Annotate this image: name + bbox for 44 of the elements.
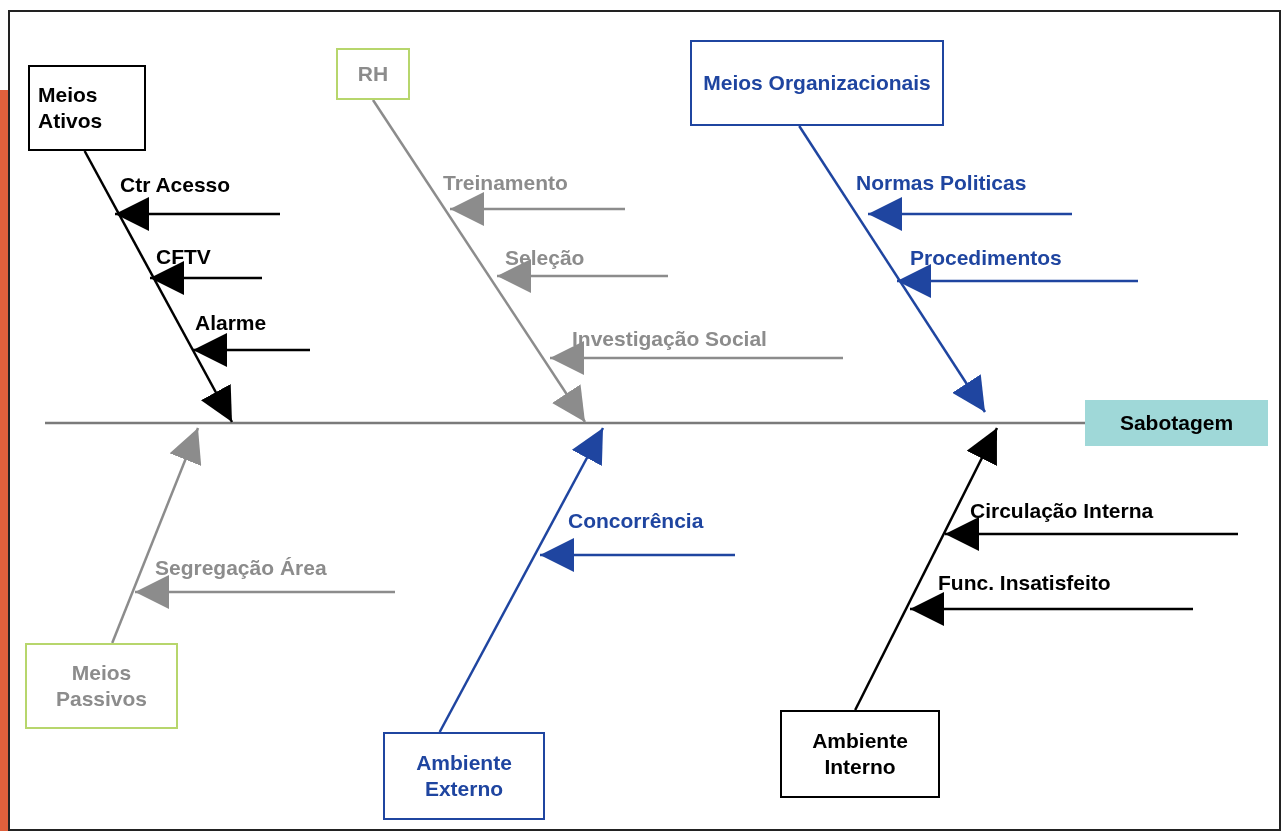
- category-box: [336, 48, 410, 100]
- arrow: [868, 197, 1072, 231]
- arrow: [150, 261, 262, 295]
- arrow: [111, 427, 202, 644]
- effect-box: [1085, 400, 1268, 446]
- arrow: [438, 427, 605, 733]
- arrow: [854, 427, 999, 711]
- cause-label: Treinamento: [443, 170, 568, 196]
- arrow: [450, 192, 625, 226]
- category-label: Meios Organizacionais: [703, 70, 931, 96]
- category-label: RH: [357, 61, 389, 87]
- cause-label: CFTV: [156, 244, 211, 270]
- cause-label: Segregação Área: [155, 555, 327, 581]
- cause-label: Alarme: [195, 310, 267, 336]
- category-box: [383, 732, 545, 820]
- arrow: [540, 538, 735, 572]
- category-label: Meios Passivos: [54, 660, 149, 712]
- cause-label: Ctr Acesso: [120, 172, 231, 198]
- arrow: [193, 333, 310, 367]
- arrow: [798, 125, 987, 413]
- arrow: [83, 150, 234, 423]
- category-label: Meios Ativos: [38, 82, 104, 134]
- arrow: [897, 264, 1138, 298]
- cause-label: Procedimentos: [910, 245, 1062, 271]
- category-label: Ambiente Externo: [415, 750, 513, 802]
- cause-label: Func. Insatisfeito: [938, 570, 1111, 596]
- arrow: [135, 575, 395, 609]
- category-label: Ambiente Interno: [811, 728, 909, 780]
- effect-label: Sabotagem: [1119, 410, 1234, 436]
- category-box: [25, 643, 178, 729]
- arrow: [115, 197, 280, 231]
- arrow: [497, 259, 668, 293]
- category-box: [690, 40, 944, 126]
- cause-label: Concorrência: [568, 508, 704, 534]
- arrow: [945, 517, 1238, 551]
- arrow: [550, 341, 843, 375]
- arrow: [371, 99, 587, 423]
- cause-label: Circulação Interna: [970, 498, 1154, 524]
- cause-label: Normas Politicas: [856, 170, 1027, 196]
- spine-line: [45, 421, 1085, 425]
- arrow: [910, 592, 1193, 626]
- category-box: [28, 65, 146, 151]
- category-box: [780, 710, 940, 798]
- cause-label: Seleção: [505, 245, 585, 271]
